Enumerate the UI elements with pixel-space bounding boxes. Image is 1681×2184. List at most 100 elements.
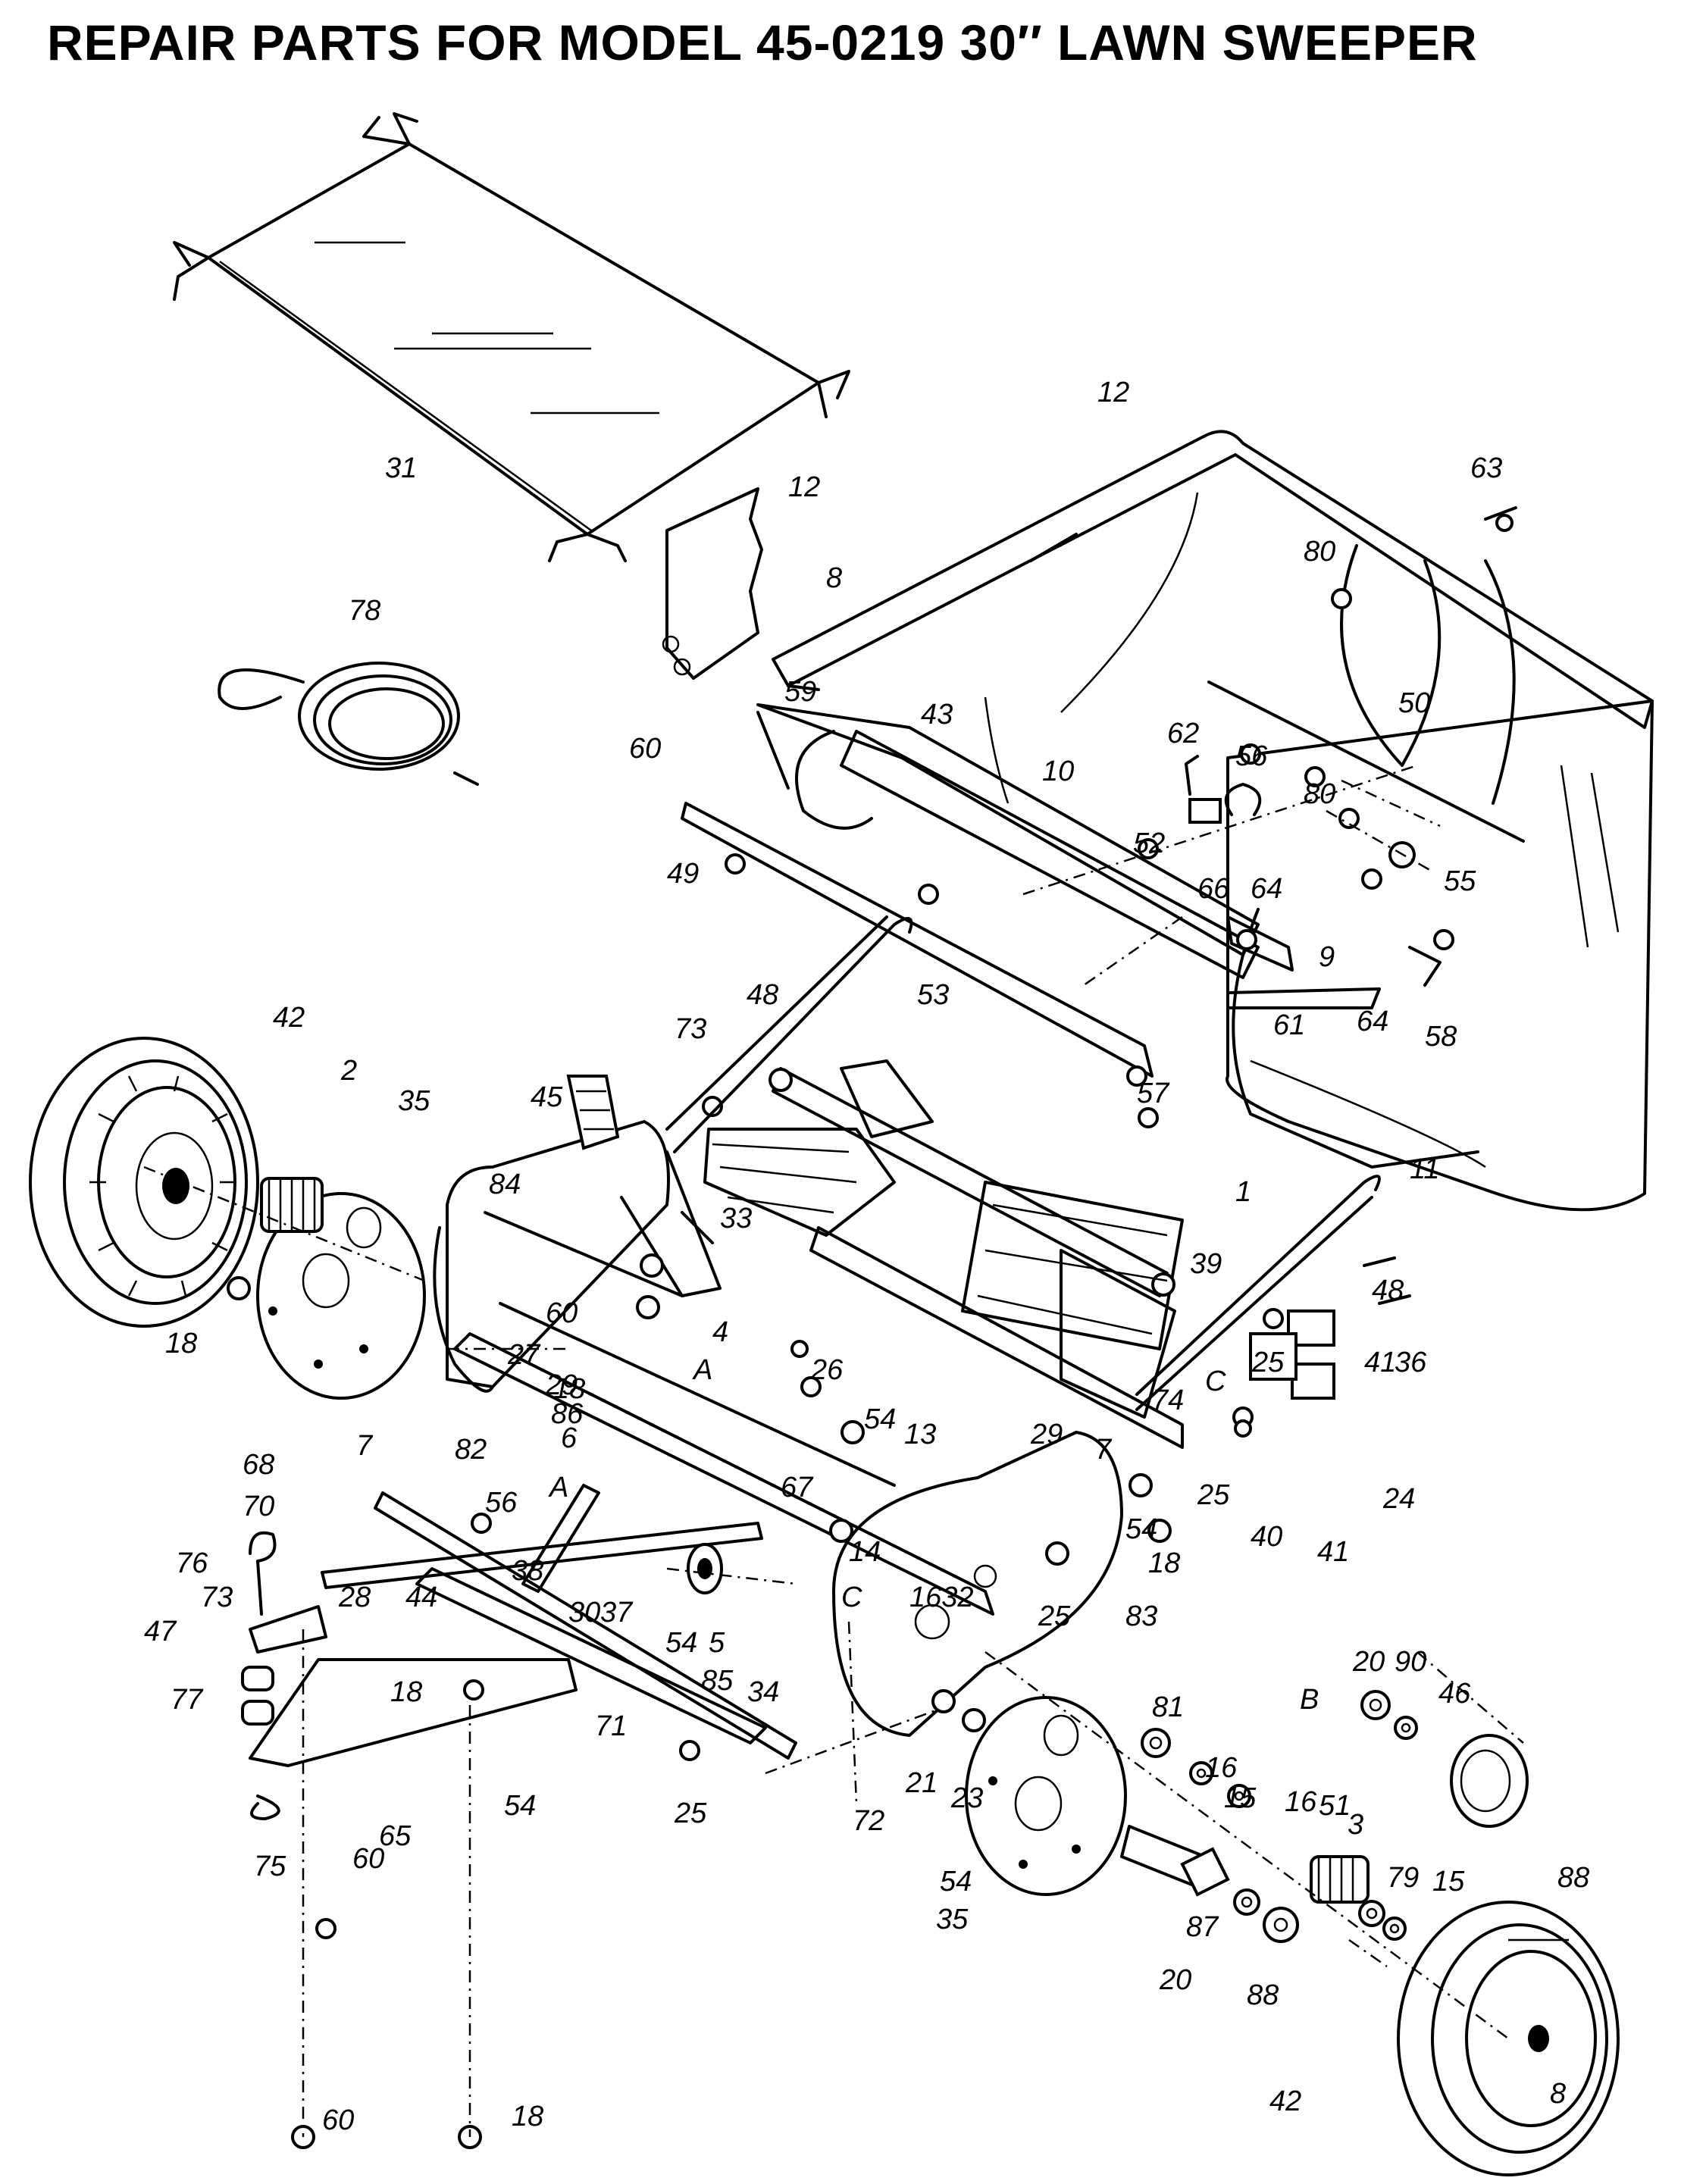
hub-cap-46 [1450,1734,1529,1828]
wheel-42-right [1397,1901,1620,2176]
part-callout: 1 [1235,1176,1251,1208]
part-callout: 70 [243,1491,274,1522]
part-callout: 45 [531,1081,563,1113]
part-callout: 90 [1395,1646,1426,1678]
rods-48 [665,915,1381,1411]
part-callout: 11 [1410,1153,1439,1185]
part-callout: 18 [165,1328,197,1360]
part-callout: 14 [849,1536,881,1568]
part-callout: 50 [1398,687,1430,719]
part-callout: 13 [904,1419,936,1450]
wheel-42-left [29,1037,259,1328]
part-callout: 68 [243,1449,274,1481]
part-callout: 23 [950,1782,983,1814]
part-callout: 60 [322,2104,354,2136]
part-callout: 25 [1251,1347,1285,1378]
wheel-plate-35-right [965,1696,1127,1896]
cord-coil-78 [218,662,479,786]
part-callout: 84 [489,1169,521,1200]
part-callout: 53 [917,979,949,1011]
part-callout: 82 [455,1434,487,1466]
part-callout: 46 [1438,1678,1471,1710]
part-callout: 15 [1432,1866,1465,1898]
part-callout: 25 [674,1798,707,1829]
part-callout: 62 [1167,718,1199,749]
part-callout: 38 [512,1555,543,1587]
part-callout: 43 [921,699,953,731]
part-callout: 18 [390,1676,422,1708]
part-callout: 73 [201,1582,233,1613]
part-callout: 54 [940,1866,972,1898]
part-callout: 44 [405,1582,437,1613]
part-callout: 36 [1395,1347,1427,1378]
part-callout: B [1300,1684,1319,1716]
part-callout: 54 [864,1403,896,1435]
part-callout: 56 [485,1487,518,1519]
part-callout: 76 [176,1547,208,1579]
part-callout: 73 [675,1013,706,1045]
part-callout: 47 [144,1616,177,1647]
part-callout: 60 [352,1843,384,1875]
part-callout: 60 [546,1297,578,1329]
part-callout: 27 [507,1339,541,1371]
part-callout: 1632 [909,1582,974,1613]
part-callout: 87 [1186,1911,1219,1943]
hopper-bag-liner [173,112,850,562]
part-45 [566,1075,620,1150]
part-callout: 57 [1137,1078,1170,1109]
part-callout: 28 [338,1582,371,1613]
part-callout: 15 [1224,1782,1257,1814]
hitch-plate-65 [241,1531,578,1820]
pinion-gear-2 [260,1177,324,1233]
part-callout: 65 [379,1820,412,1852]
hopper-frame [772,430,1654,1212]
part-callout: 88 [1247,1979,1279,2011]
part-callout: 25 [1038,1600,1071,1632]
part-callout: 79 [1387,1862,1419,1894]
part-callout: 88 [1557,1862,1589,1894]
assembly-guide-lines [143,764,1524,2137]
part-callout: 67 [781,1472,814,1503]
part-callout: 7 [1095,1434,1113,1466]
part-callout: 24 [1382,1483,1415,1515]
part-callout: 35 [936,1904,969,1935]
part-callout: 54 [504,1790,536,1822]
small-hardware [227,506,1517,2149]
part-callout: 25 [1197,1479,1230,1511]
part-callout: 12 [788,471,820,503]
part-callout: 18 [512,2101,543,2132]
handle-bracket-12 [662,487,763,680]
part-callout: 60 [629,733,661,765]
part-callout: 56 [1235,740,1268,772]
part-callout: 80 [1304,536,1335,568]
part-callout: 63 [1470,452,1502,484]
part-callout: 10 [1042,756,1074,787]
side-plate-83 [832,1431,1123,1737]
part-callout: 81 [1152,1691,1184,1723]
part-callout: 7 [356,1430,374,1462]
brackets-40-41 [1249,1309,1335,1400]
frame-side-plate-84 [433,1120,994,1616]
part-callout: 48 [1372,1275,1404,1306]
part-callout: 18 [553,1373,585,1405]
part-callout: 51 [1319,1790,1351,1822]
axle-87 [1120,1825,1230,1897]
part-callout: 37 [600,1597,634,1629]
part-callout: 29 [545,1369,578,1401]
part-callout: 72 [853,1805,884,1837]
part-callout: 12 [1097,377,1129,408]
part-callout: 2 [340,1055,357,1087]
part-callout: 39 [1190,1248,1222,1280]
part-callout: 42 [1269,2085,1301,2117]
part-callout: 29 [1030,1419,1063,1450]
part-callout: 16 [1205,1752,1238,1784]
part-callout: 20 [1159,1964,1191,1996]
part-callout: 18 [1148,1547,1180,1579]
part-callout: 31 [385,452,417,484]
lower-frame [321,1484,797,1760]
part-callout: 48 [747,979,778,1011]
part-callout: C [841,1582,862,1613]
part-callout: 83 [1125,1600,1157,1632]
